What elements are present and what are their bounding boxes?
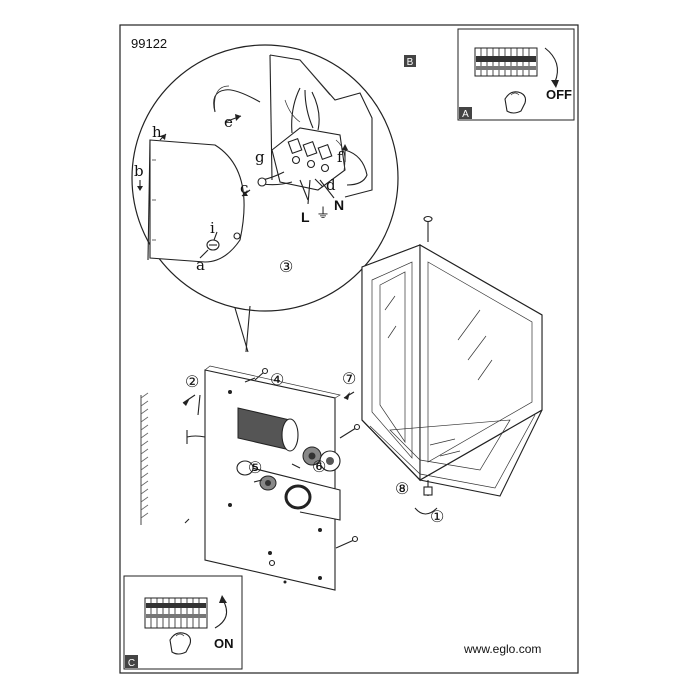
wall-hatching [140, 392, 149, 525]
detail-letter-d: d [326, 176, 336, 194]
switch-off-label: OFF [546, 87, 572, 102]
panel-c-switch-on: ON C [123, 575, 243, 670]
screw-icon [268, 559, 276, 567]
detail-letter-N: N [334, 197, 344, 213]
breaker-terminal-block [474, 47, 538, 77]
switch-down-arrow-icon [544, 47, 558, 83]
cable-housing-upper [237, 407, 299, 452]
cable-gland-6 [302, 446, 341, 472]
step-1-label: ① [430, 507, 444, 526]
ground-symbol-icon: ⏚ [316, 205, 330, 221]
detail-letter-f: f [337, 148, 344, 166]
detail-letter-b: b [134, 162, 144, 180]
mounting-plate: ② ④ ⑤ ⑥ [182, 365, 361, 591]
screw-icon [423, 480, 433, 496]
panel-b-tag-label: B [407, 57, 414, 68]
detail-letter-e: e [224, 113, 233, 131]
step-2-label: ② [185, 372, 199, 391]
lamp-housing: ⑦ ⑧ ① [342, 215, 543, 526]
detail-letter-L: L [301, 209, 310, 225]
step-7-label: ⑦ [342, 369, 356, 388]
screw-icon [423, 215, 433, 242]
step-5-label: ⑤ [248, 458, 262, 477]
step-4-label: ④ [270, 370, 284, 389]
screw-icon [199, 239, 220, 259]
hand-icon [504, 91, 527, 114]
mains-cable [213, 89, 261, 113]
panel-a-tag: A [462, 109, 469, 120]
panel-c-tag: C [128, 658, 135, 669]
screw-icon [254, 367, 269, 381]
screw-icon [335, 535, 359, 549]
model-number: 99122 [131, 36, 167, 51]
panel-b-tag: B [404, 55, 416, 68]
lamp-mounting-plate [149, 139, 245, 263]
ground-screw [257, 177, 267, 187]
step-3-label: ③ [279, 257, 293, 276]
hand-icon [169, 632, 192, 655]
breaker-terminal-block [144, 597, 208, 629]
switch-on-label: ON [214, 636, 234, 651]
screw-icon [339, 423, 361, 439]
detail-letter-h: h [152, 123, 162, 141]
cable-gland-5 [259, 475, 277, 491]
step-8-label: ⑧ [395, 479, 409, 498]
website-url: www.eglo.com [463, 642, 541, 656]
sheet-border [119, 24, 579, 674]
detail-letter-g: g [255, 148, 265, 166]
panel-a-switch-off: OFF A [457, 28, 575, 121]
wiring-detail-circle: h b e g f c d N L ⏚ i a ③ [131, 44, 399, 353]
step-6-label: ⑥ [312, 457, 326, 476]
detail-letter-c: c [240, 179, 248, 197]
detail-letter-i: i [210, 219, 215, 237]
detail-letter-a: a [196, 256, 205, 274]
connector-block [271, 127, 368, 191]
